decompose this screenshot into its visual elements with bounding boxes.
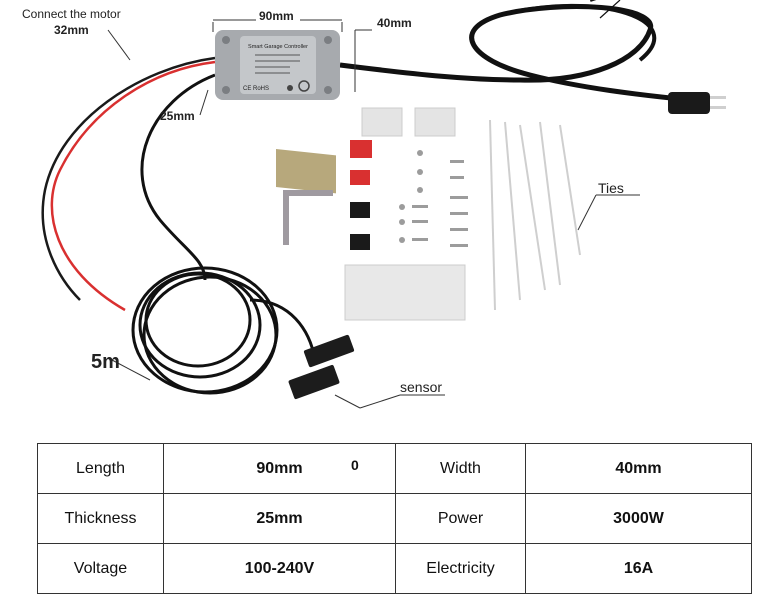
cable-ties [489,119,581,311]
spec-value: 100-240V [163,543,396,594]
spec-key: Voltage [37,543,164,594]
screws [399,150,468,247]
product-photo: Smart Garage Controller CE RoHS [41,0,726,409]
dimension-lines [107,19,640,409]
adhesive-pads [344,107,466,321]
device-title: Smart Garage Controller [248,44,308,50]
spec-value: 25mm [163,493,396,544]
spec-key: Width [395,443,526,494]
table-row: Voltage 100-240V Electricity 16A [37,543,752,594]
sensor [288,334,355,400]
spec-key: Length [37,443,164,494]
mounting-bracket [276,149,336,245]
cable-length-label: 5m [91,351,120,373]
spec-key: Electricity [395,543,526,594]
dimension-90mm: 90mm [259,9,294,23]
motor-wire-red [50,60,216,312]
stray-note: 0 [351,457,359,473]
spec-key: Thickness [37,493,164,544]
dimension-40mm: 40mm [377,16,412,30]
dimension-25mm: 25mm [160,109,195,123]
spec-value: 16A [525,543,752,594]
dimension-32mm: 32mm [54,23,89,37]
ties-label: Ties [598,180,624,196]
sensor-label: sensor [400,379,443,395]
connect-motor-label: Connect the motor [22,7,121,21]
sensor-cable [140,73,216,281]
buttons [350,140,372,250]
motor-wire-black [41,56,216,301]
ce-rohs-mark: CE RoHS [243,86,269,92]
spec-key: Power [395,493,526,544]
spec-value: 3000W [525,493,752,544]
table-row: Thickness 25mm Power 3000W [37,493,752,544]
controller-device [215,30,340,100]
spec-value: 40mm [525,443,752,494]
plug [599,0,726,114]
